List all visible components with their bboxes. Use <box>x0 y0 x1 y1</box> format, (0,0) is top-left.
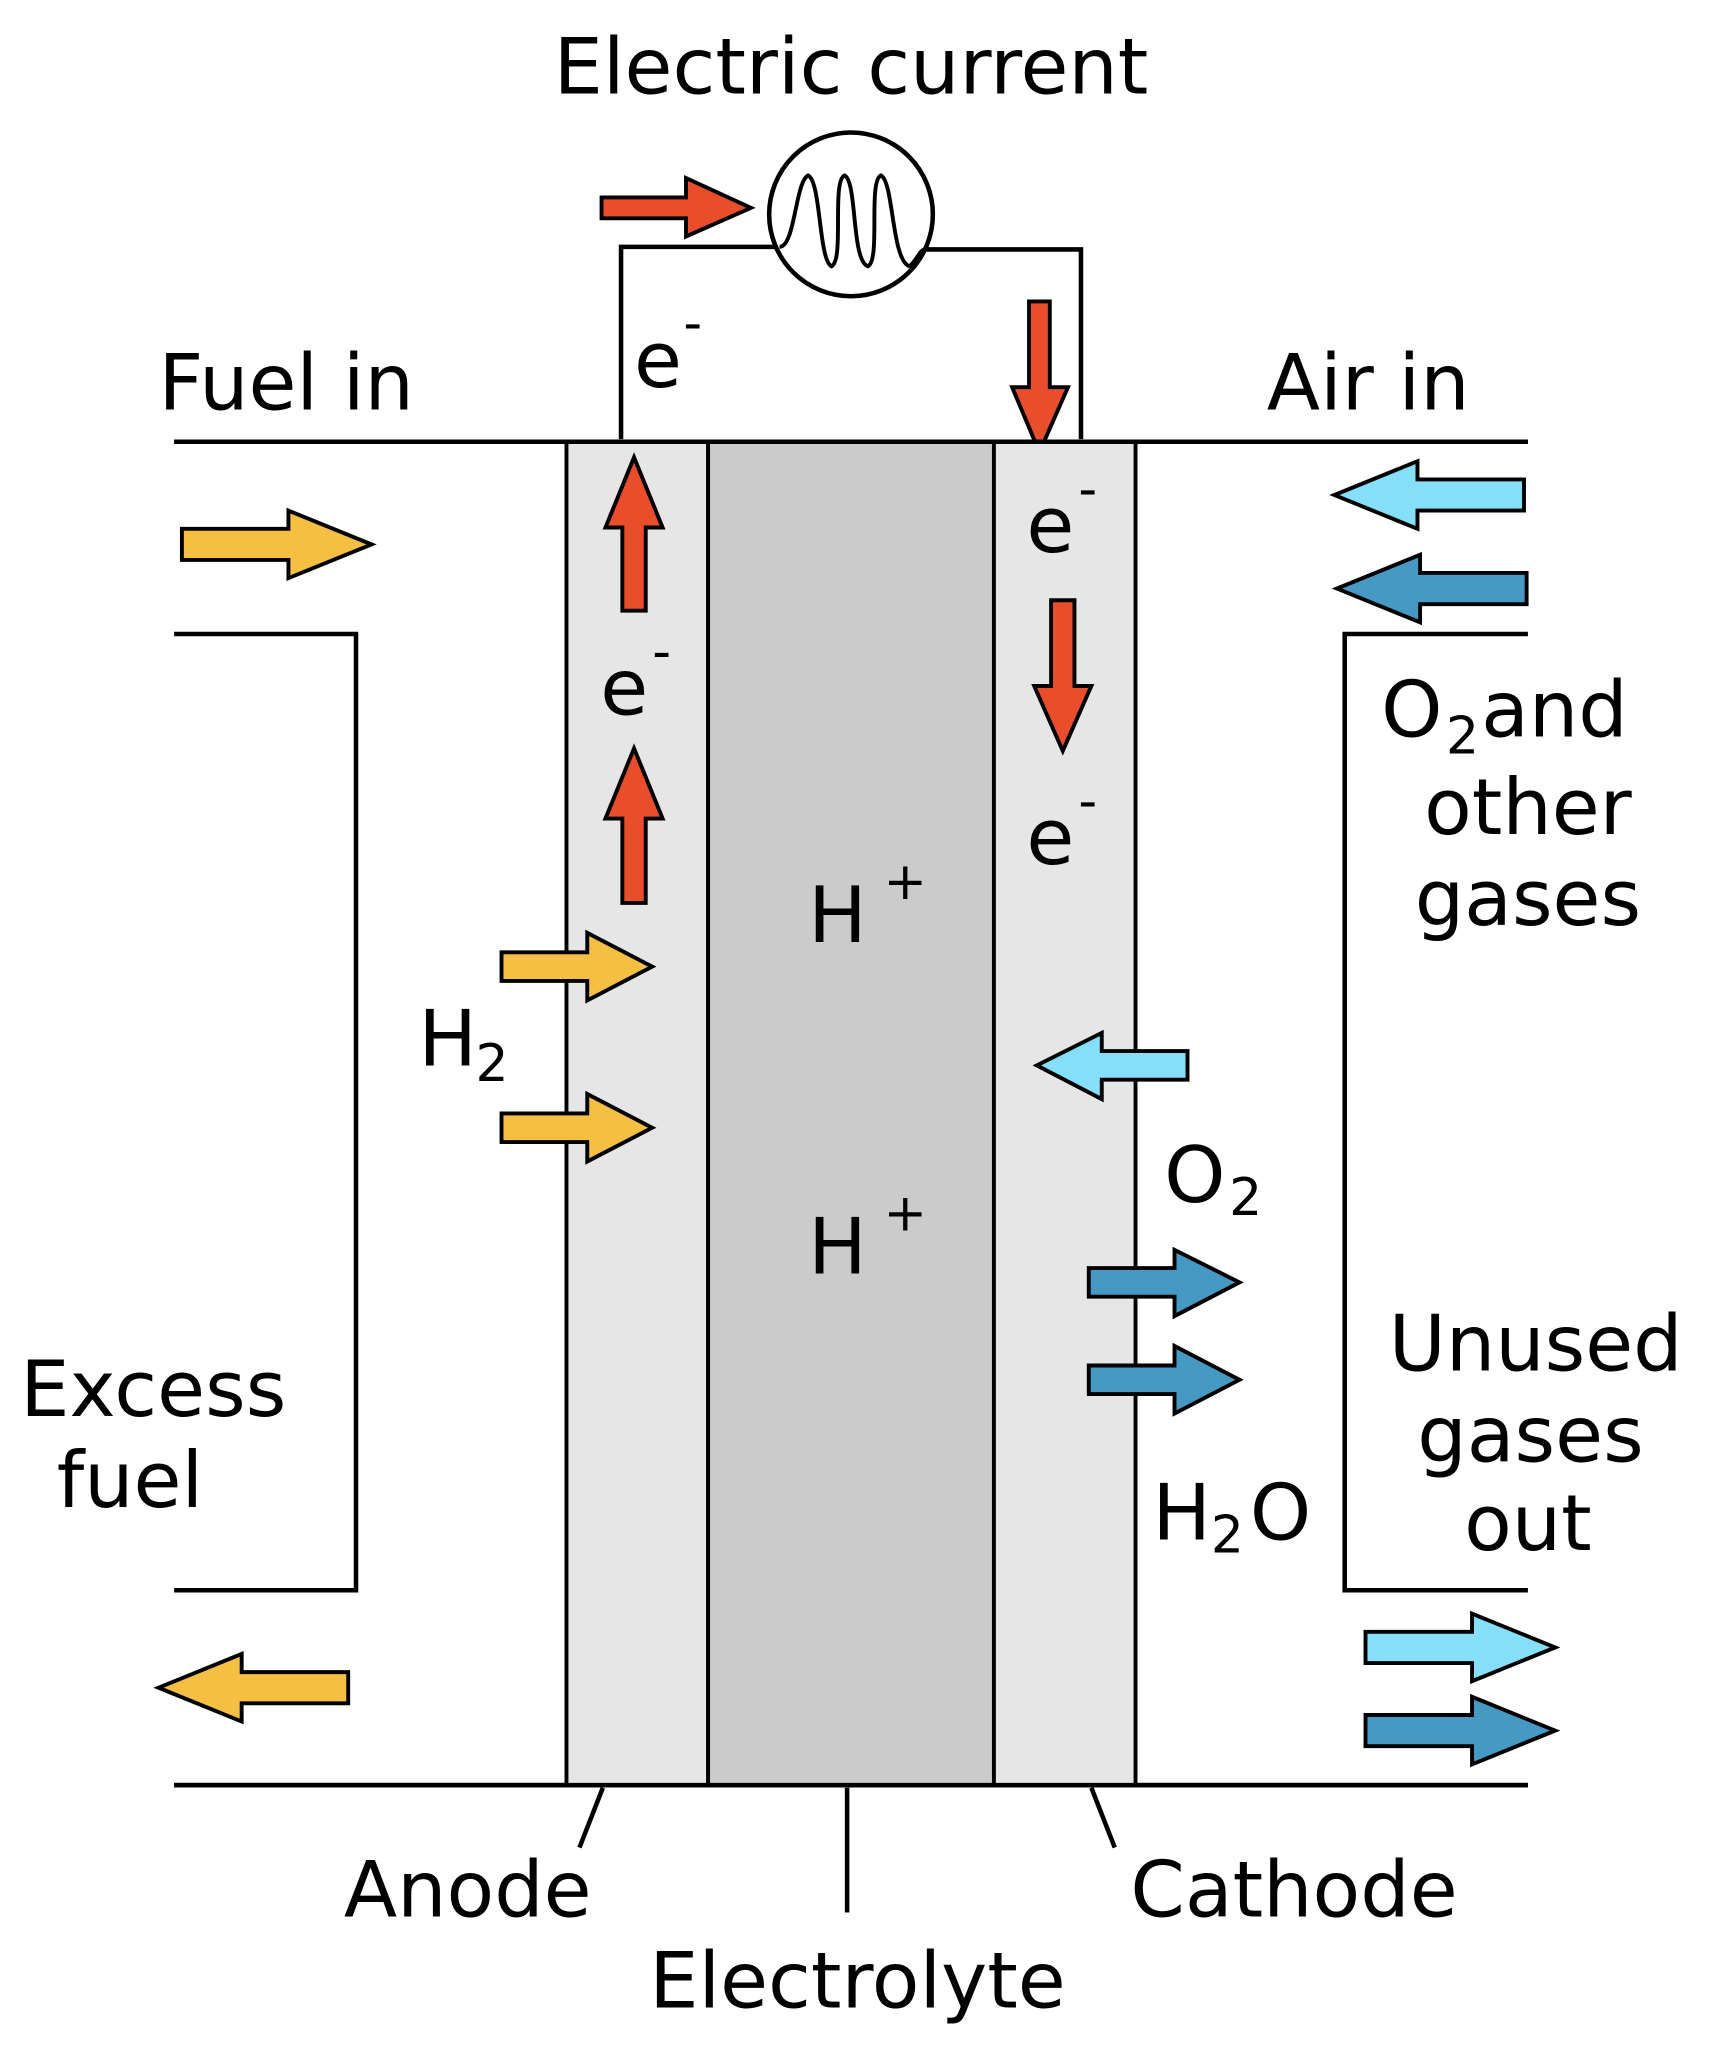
label-cathode: Cathode <box>1130 1845 1457 1935</box>
title-electric-current: Electric current <box>554 23 1149 113</box>
h2o-label: H 2 O <box>1152 1469 1311 1566</box>
svg-text:H: H <box>808 1202 867 1292</box>
electron-arrow-up-anode-1 <box>602 452 666 613</box>
electron-label-cathode-2: e - <box>1026 772 1097 883</box>
label-anode: Anode <box>344 1845 592 1935</box>
water-arrow-1 <box>1086 1246 1244 1320</box>
svg-text:H: H <box>418 994 477 1084</box>
svg-text:e: e <box>1026 793 1074 883</box>
svg-text:Excess: Excess <box>20 1345 286 1435</box>
hydrogen-arrow-1 <box>499 929 657 1004</box>
electron-arrow-right <box>599 174 756 240</box>
water-vapor-in-arrow <box>1331 551 1529 626</box>
svg-text:2: 2 <box>1229 1168 1262 1228</box>
svg-text:H: H <box>1152 1469 1211 1559</box>
fuel-channel-wall <box>174 631 359 1593</box>
label-fuel-in: Fuel in <box>159 338 414 428</box>
svg-text:O: O <box>1250 1469 1311 1559</box>
label-electrolyte: Electrolyte <box>649 1936 1066 2026</box>
svg-text:H: H <box>808 871 867 961</box>
circuit-wire-right <box>925 247 1084 440</box>
svg-text:2: 2 <box>476 1034 509 1094</box>
label-air-in: Air in <box>1267 338 1470 428</box>
electron-label-cathode-1: e - <box>1026 460 1097 571</box>
circuit-wire-left <box>618 244 780 440</box>
electron-arrow-down-cathode <box>1031 598 1095 756</box>
label-excess-fuel: Excess fuel <box>20 1345 286 1526</box>
electron-arrow-up-anode-2 <box>602 743 666 905</box>
svg-text:e: e <box>600 644 648 734</box>
hydrogen-arrow-2 <box>499 1090 657 1165</box>
electrolyte-layer <box>706 439 996 1788</box>
svg-text:-: - <box>652 622 671 682</box>
svg-text:+: + <box>883 852 927 912</box>
cathode-leader-line <box>1089 1786 1117 1849</box>
hydrogen-ion-label-1: H + <box>808 852 927 961</box>
svg-text:O: O <box>1381 666 1442 756</box>
svg-text:e: e <box>1026 481 1074 571</box>
fuel-in-arrow <box>179 507 377 582</box>
electron-label-anode: e - <box>600 622 671 733</box>
oxygen-in-arrow <box>1329 458 1526 532</box>
svg-text:e: e <box>634 316 682 406</box>
label-unused-gases-out: Unused gases out <box>1389 1300 1683 1569</box>
svg-text:fuel: fuel <box>57 1436 203 1526</box>
lightbulb-icon <box>766 130 936 299</box>
svg-text:gases: gases <box>1417 1391 1643 1481</box>
svg-text:and: and <box>1481 666 1628 756</box>
air-channel-wall <box>1342 631 1528 1593</box>
svg-text:+: + <box>883 1183 927 1243</box>
label-o2-and-other-gases: O 2 and other gases <box>1381 666 1641 944</box>
hydrogen-ion-label-2: H + <box>808 1183 927 1292</box>
excess-fuel-arrow <box>153 1651 351 1725</box>
electron-label-circuit: e - <box>634 293 702 406</box>
unused-water-out-arrow <box>1363 1693 1561 1768</box>
svg-text:2: 2 <box>1446 707 1479 767</box>
h2-label: H 2 <box>418 994 508 1094</box>
svg-text:O: O <box>1164 1131 1225 1221</box>
svg-text:Unused: Unused <box>1389 1300 1683 1390</box>
oxygen-arrow-cathode <box>1032 1029 1190 1103</box>
anode-leader-line <box>577 1786 605 1849</box>
svg-text:2: 2 <box>1211 1506 1244 1566</box>
svg-text:-: - <box>683 293 702 353</box>
unused-oxygen-out-arrow <box>1363 1610 1561 1685</box>
water-arrow-2 <box>1086 1342 1244 1417</box>
svg-text:-: - <box>1078 460 1097 520</box>
svg-text:-: - <box>1078 772 1097 832</box>
svg-text:other: other <box>1424 763 1633 853</box>
o2-label: O 2 <box>1164 1131 1262 1228</box>
svg-text:gases: gases <box>1415 854 1641 944</box>
svg-text:out: out <box>1464 1479 1592 1569</box>
electron-arrow-down-circuit <box>1009 299 1071 458</box>
